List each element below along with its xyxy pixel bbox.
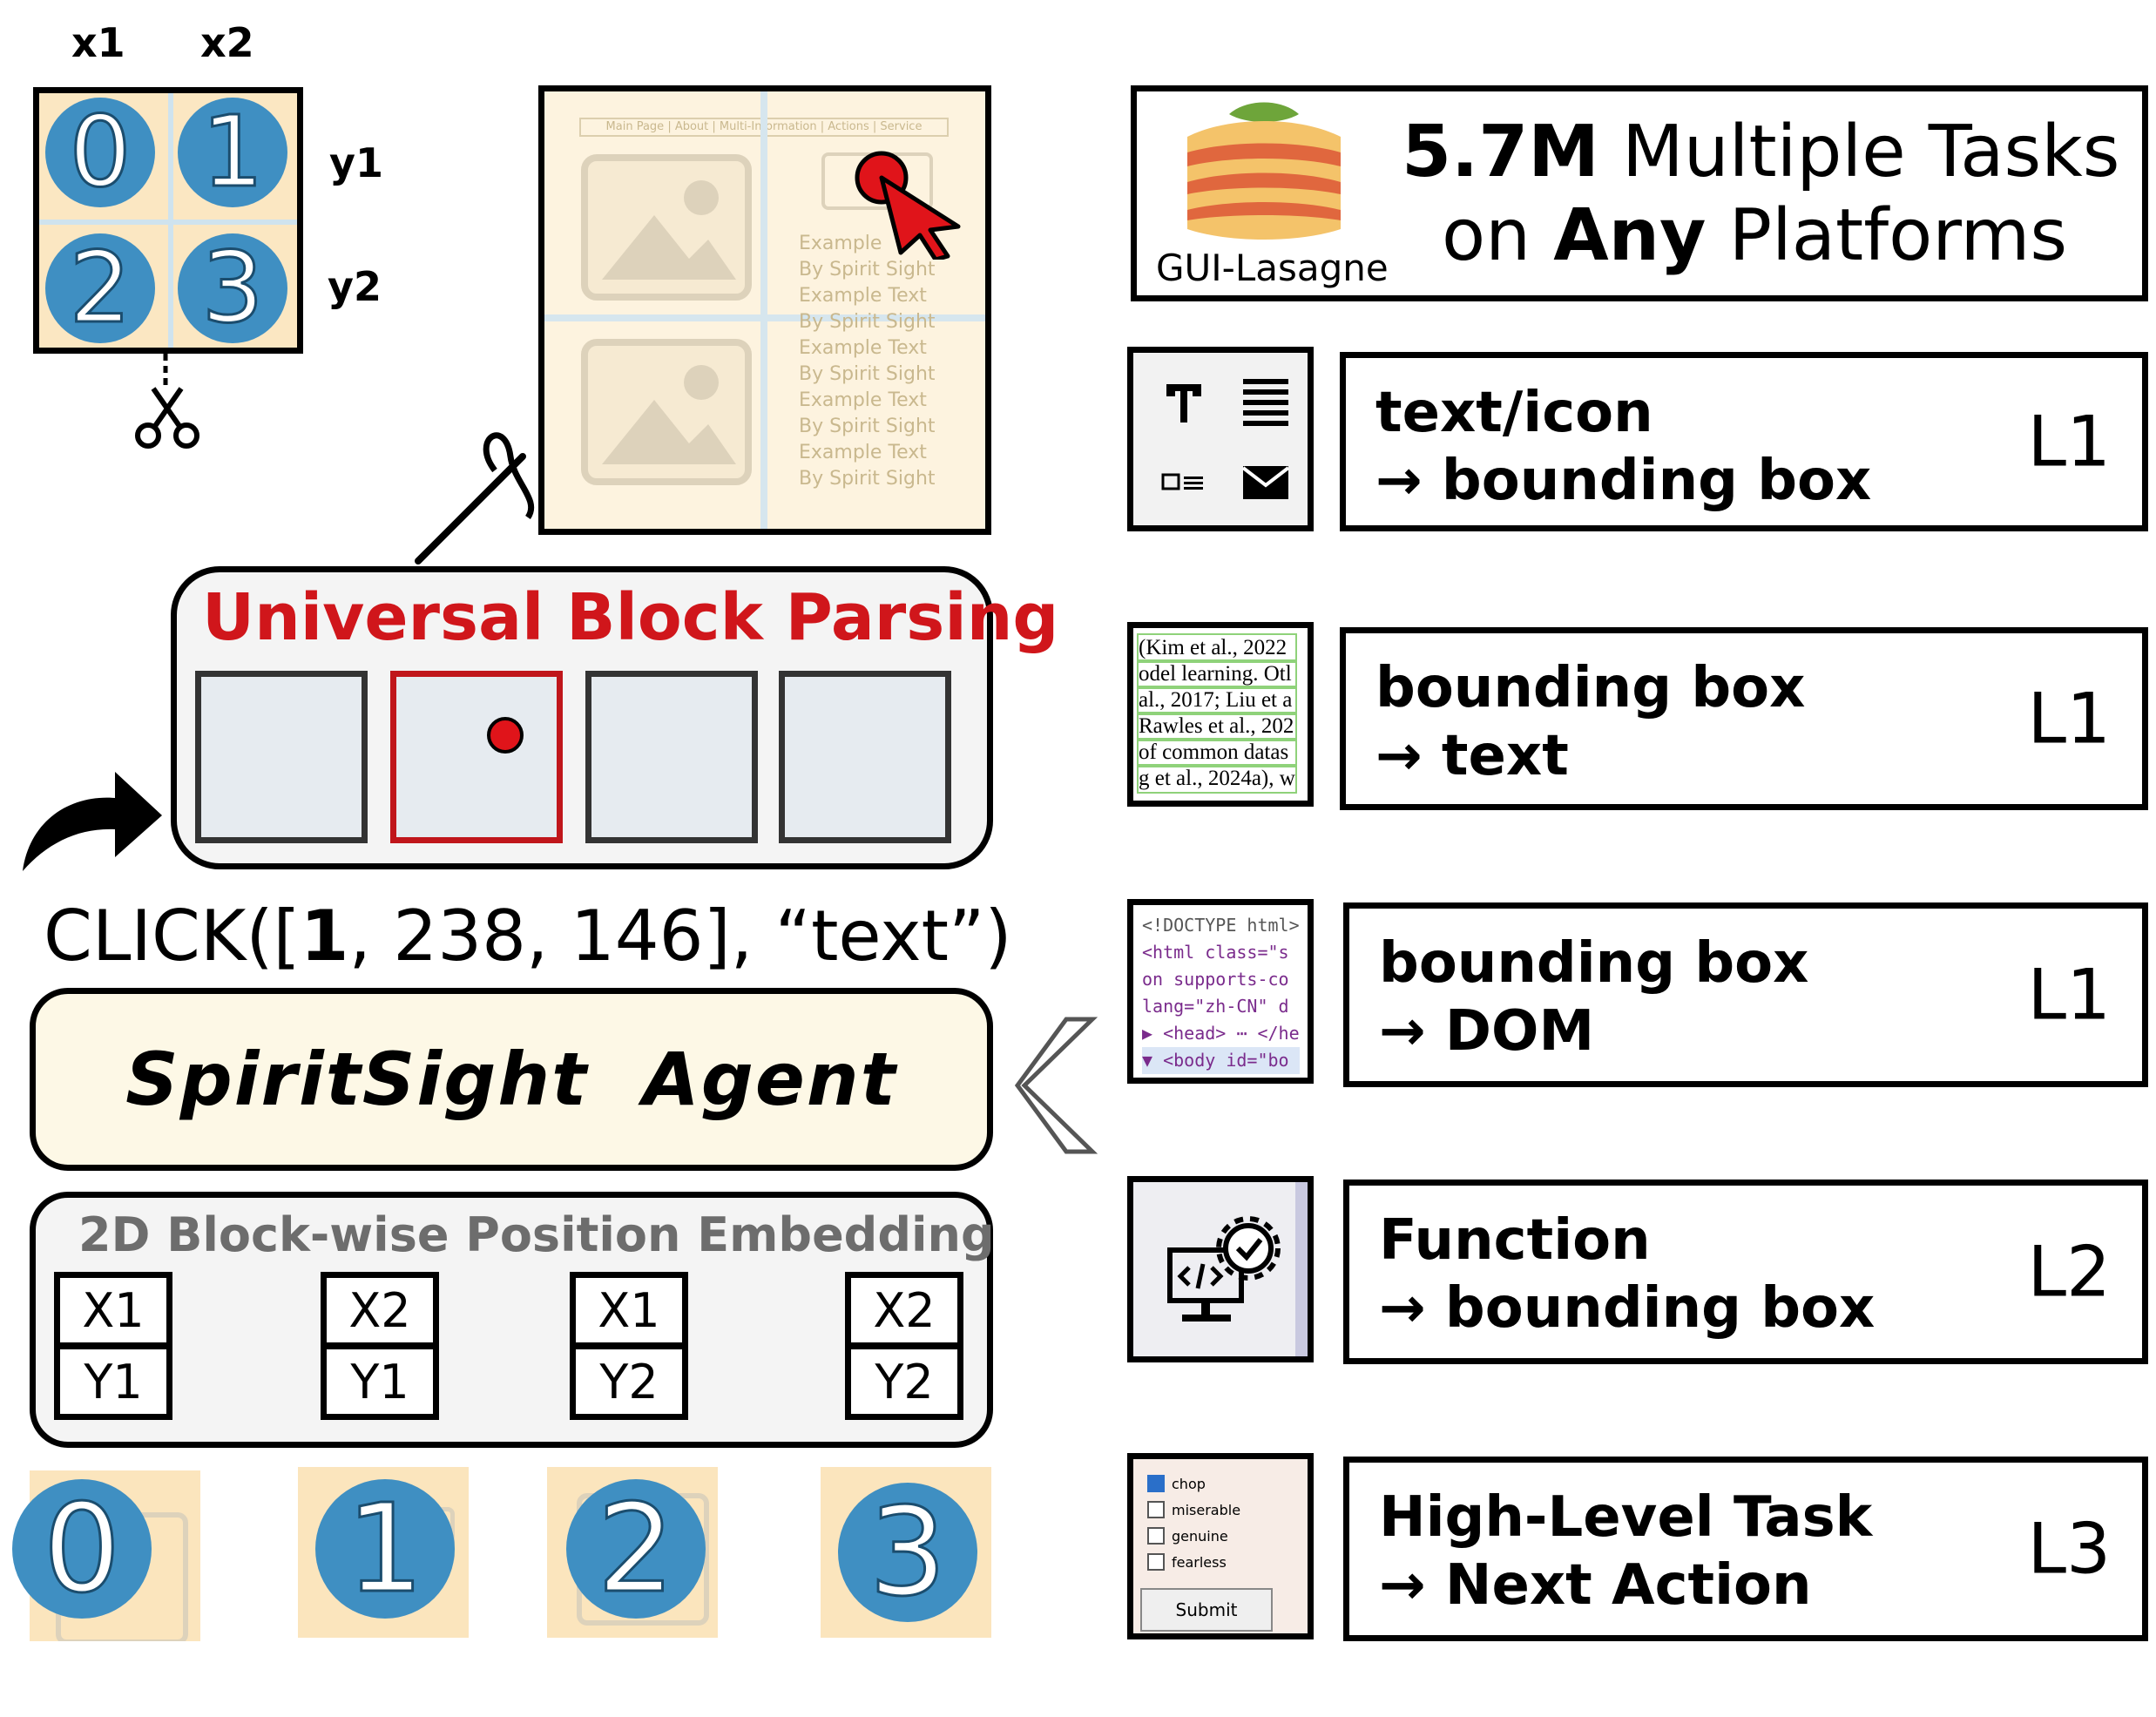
tile-number-3: 3 xyxy=(838,1480,977,1625)
agent-label: SpiritSight Agent xyxy=(125,1037,897,1122)
list-icon xyxy=(1243,379,1288,426)
tile-number-0: 0 xyxy=(12,1477,152,1621)
task-4-level: L2 xyxy=(2027,1231,2111,1313)
pos-y-2: Y2 xyxy=(570,1343,688,1420)
pos-x-0: X1 xyxy=(54,1272,172,1349)
needle-icon xyxy=(415,432,535,564)
thumb-ui-icons xyxy=(1127,347,1314,531)
tile-number-2: 2 xyxy=(566,1477,706,1621)
task-2-line-2: → text xyxy=(1375,724,1569,788)
dataset-line-2: on Any Platforms xyxy=(1442,194,2068,277)
task-box-2: bounding box → text L1 xyxy=(1340,627,2148,810)
pos-x-3: X2 xyxy=(845,1272,963,1349)
task-1-level: L1 xyxy=(2027,401,2111,483)
action-output: CLICK([1, 238, 146], “text”) xyxy=(44,896,1012,977)
scissors-icon xyxy=(135,354,199,449)
task-box-3: bounding box → DOM L1 xyxy=(1343,902,2148,1087)
task-4-line-1: Function xyxy=(1379,1208,1651,1273)
task-box-5: High-Level Task → Next Action L3 xyxy=(1343,1457,2148,1641)
pos-y-1: Y1 xyxy=(321,1343,439,1420)
grid-cell-2: 2 xyxy=(45,231,155,347)
task-box-1: text/icon → bounding box L1 xyxy=(1340,352,2148,531)
card-icon xyxy=(1161,473,1203,490)
parsed-block-0 xyxy=(195,671,368,843)
embedding-title: 2D Block-wise Position Embedding xyxy=(78,1207,995,1262)
mail-icon xyxy=(1241,466,1290,499)
dataset-line-1: 5.7M Multiple Tasks xyxy=(1402,111,2120,193)
row-label-y1: y1 xyxy=(329,139,383,186)
thumb-dom-code: <!DOCTYPE html> <html class="s on suppor… xyxy=(1127,899,1314,1084)
dataset-name: GUI-Lasagne xyxy=(1156,247,1389,289)
task-box-4: Function → bounding box L2 xyxy=(1343,1180,2148,1364)
code-monitor-icon xyxy=(1167,1216,1281,1322)
parsed-block-2 xyxy=(585,671,758,843)
row-label-y2: y2 xyxy=(328,263,382,310)
task-3-level: L1 xyxy=(2027,954,2111,1036)
task-5-level: L3 xyxy=(2027,1508,2111,1590)
grid-cell-0: 0 xyxy=(45,95,155,211)
checkbox-checked-icon xyxy=(1147,1475,1165,1492)
lasagne-icon xyxy=(1187,102,1341,240)
task-2-line-1: bounding box xyxy=(1375,656,1806,720)
crop-screenshot: Main Page | About | Multi-Information | … xyxy=(538,85,991,535)
pos-y-0: Y1 xyxy=(54,1343,172,1420)
ubp-title: Universal Block Parsing xyxy=(202,580,1059,655)
parsed-block-1 xyxy=(390,671,563,843)
grid-cell-3: 3 xyxy=(178,231,287,347)
dataset-header: GUI-Lasagne 5.7M Multiple Tasks on Any P… xyxy=(1131,85,2148,301)
col-label-x2: x2 xyxy=(200,19,254,66)
task-1-line-1: text/icon xyxy=(1375,381,1653,445)
task-4-line-2: → bounding box xyxy=(1379,1276,1876,1341)
grid-cell-1: 1 xyxy=(178,95,287,211)
task-5-line-2: → Next Action xyxy=(1379,1553,1812,1618)
task-2-level: L1 xyxy=(2027,678,2111,760)
pos-x-1: X2 xyxy=(321,1272,439,1349)
curved-arrow-icon xyxy=(23,772,162,871)
click-cursor-icon xyxy=(855,151,961,260)
task-3-line-1: bounding box xyxy=(1379,931,1809,996)
image-placeholder-icon xyxy=(581,154,752,301)
spiritsight-agent-box: SpiritSight Agent xyxy=(30,988,993,1171)
thumb-function-icon xyxy=(1127,1176,1314,1362)
col-label-x1: x1 xyxy=(71,19,125,66)
pos-y-3: Y2 xyxy=(845,1343,963,1420)
thumb-paper-text: (Kim et al., 2022 odel learning. Otl al.… xyxy=(1127,622,1314,807)
tile-number-1: 1 xyxy=(315,1477,455,1621)
text-icon xyxy=(1166,384,1201,422)
task-1-line-2: → bounding box xyxy=(1375,449,1872,513)
parsed-block-3 xyxy=(779,671,951,843)
chevron-left-icon xyxy=(1014,1017,1098,1154)
thumb-form: chop miserable genuine fearless Submit xyxy=(1127,1453,1314,1639)
submit-button: Submit xyxy=(1140,1588,1273,1632)
task-3-line-2: → DOM xyxy=(1379,999,1595,1064)
task-5-line-1: High-Level Task xyxy=(1379,1485,1873,1550)
position-embedding-panel xyxy=(30,1192,993,1448)
pos-x-2: X1 xyxy=(570,1272,688,1349)
image-placeholder-icon xyxy=(581,339,752,485)
click-point xyxy=(487,717,524,754)
